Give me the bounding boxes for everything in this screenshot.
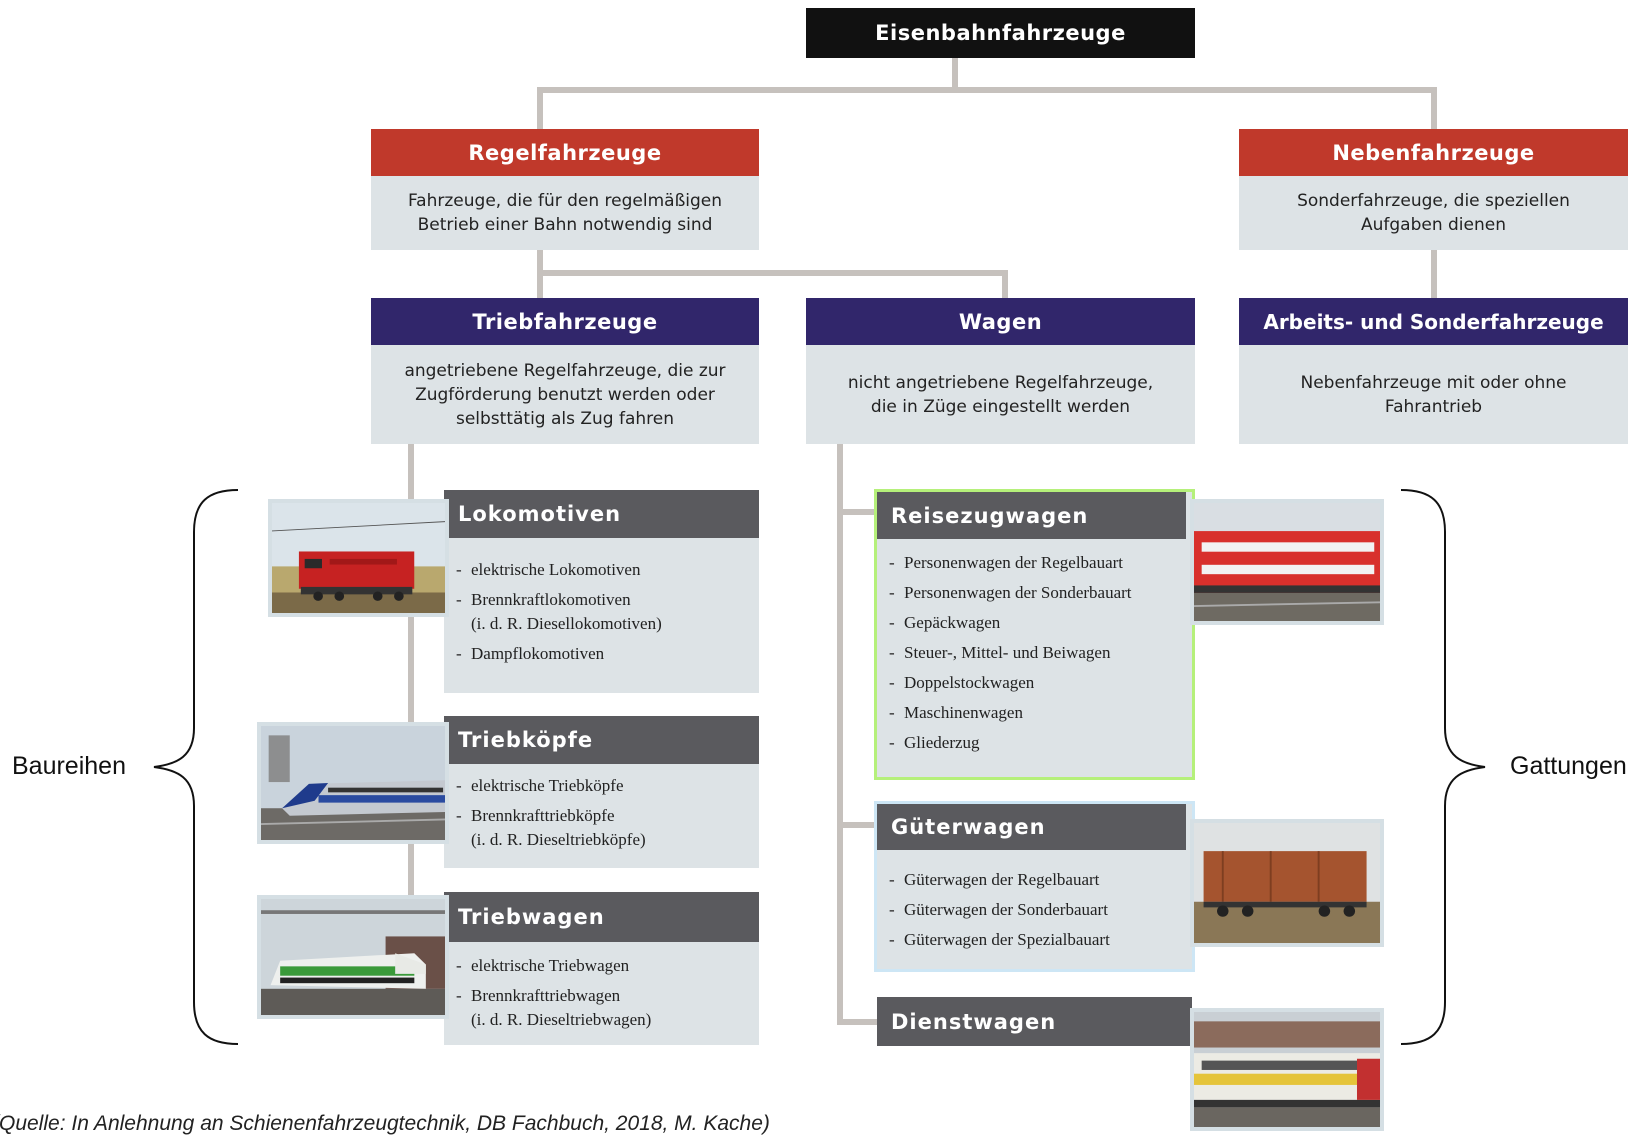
list-item: -Gliederzug [889, 733, 980, 752]
list-item: -elektrische Lokomotiven [456, 560, 641, 579]
green-white-railcar-photo [257, 895, 449, 1019]
triebkopf-title: Triebköpfe [444, 716, 759, 764]
connector-regel-horizontal [537, 270, 1008, 276]
list-item-text: elektrische Lokomotiven [471, 560, 641, 579]
triebwagen-title: Triebwagen [444, 892, 759, 942]
list-item-text: Brennkrafttriebwagen [471, 986, 621, 1005]
root-title: Eisenbahnfahrzeuge [806, 8, 1195, 58]
lok-list: -elektrische Lokomotiven -Brennkraftloko… [444, 538, 759, 693]
right-brace [1400, 489, 1486, 1045]
list-item-text: Brennkraftlokomotiven [471, 590, 631, 609]
brown-freight-wagon-photo [1190, 819, 1384, 947]
list-item: -Steuer-, Mittel- und Beiwagen [889, 643, 1111, 662]
trieb-desc-line: angetriebene Regelfahrzeuge, die zur [404, 360, 726, 381]
triebkopf-list: -elektrische Triebköpfe -Brennkrafttrieb… [444, 764, 759, 868]
red-electric-locomotive-photo [268, 499, 449, 617]
connector-neben-down [1431, 249, 1437, 299]
list-item: -Gepäckwagen [889, 613, 1001, 632]
list-item-text: Personenwagen der Sonderbauart [904, 583, 1132, 602]
gueter-title: Güterwagen [877, 804, 1186, 850]
list-item-text: Steuer-, Mittel- und Beiwagen [904, 643, 1111, 662]
list-item: -Maschinenwagen [889, 703, 1023, 722]
wagen-description: nicht angetriebene Regelfahrzeuge, die in… [806, 345, 1195, 444]
connector-root-down [952, 56, 958, 90]
neben-desc-line: Aufgaben dienen [1360, 215, 1506, 235]
list-item: -Dampflokomotiven [456, 644, 605, 663]
connector-trieb-trunk [408, 443, 414, 913]
list-item: -Brennkrafttriebwagen(i. d. R. Dieseltri… [456, 986, 652, 1029]
list-item-text: Dampflokomotiven [471, 644, 605, 663]
list-item-text: Maschinenwagen [904, 703, 1023, 722]
reise-title: Reisezugwagen [877, 492, 1186, 539]
regel-title: Regelfahrzeuge [371, 129, 759, 176]
source-caption: (Quelle: In Anlehnung an Schienenfahrzeu… [0, 1112, 770, 1135]
list-item-text: (i. d. R. Dieseltriebköpfe) [471, 830, 646, 849]
list-item: -Brennkraftlokomotiven(i. d. R. Diesello… [456, 590, 662, 633]
tgv-power-car-photo [257, 722, 449, 844]
list-item: -Güterwagen der Spezialbauart [889, 930, 1110, 949]
arbeit-title: Arbeits- und Sonderfahrzeuge [1239, 298, 1628, 345]
gueter-list: -Güterwagen der Regelbauart -Güterwagen … [877, 850, 1192, 969]
list-item-text: elektrische Triebköpfe [471, 776, 624, 795]
list-item-text: Gepäckwagen [904, 613, 1001, 632]
list-item: -Doppelstockwagen [889, 673, 1035, 692]
neben-title: Nebenfahrzeuge [1239, 129, 1628, 176]
list-item-text: Personenwagen der Regelbauart [904, 553, 1124, 572]
regel-desc-line: Fahrzeuge, die für den regelmäßigen [407, 191, 723, 211]
list-item: -Güterwagen der Regelbauart [889, 870, 1100, 889]
list-item: -Personenwagen der Sonderbauart [889, 583, 1132, 602]
arbeit-desc-line: Fahrantrieb [1384, 396, 1483, 417]
list-item: -Brennkrafttriebköpfe(i. d. R. Dieseltri… [456, 806, 646, 849]
dienst-title: Dienstwagen [877, 997, 1192, 1046]
red-double-deck-coach-photo [1190, 499, 1384, 625]
neben-desc-line: Sonderfahrzeuge, die speziellen [1297, 191, 1570, 211]
connector-to-wagen [1002, 270, 1008, 299]
wagen-title: Wagen [806, 298, 1195, 345]
left-brace [153, 489, 239, 1045]
yellow-service-coach-photo [1190, 1008, 1384, 1131]
list-item-text: Brennkrafttriebköpfe [471, 806, 615, 825]
reise-list: -Personenwagen der Regelbauart -Personen… [877, 539, 1192, 777]
triebwagen-list: -elektrische Triebwagen -Brennkrafttrieb… [444, 942, 759, 1045]
list-item-text: Güterwagen der Regelbauart [904, 870, 1100, 889]
connector-wagen-trunk [837, 443, 843, 1025]
list-item-text: elektrische Triebwagen [471, 956, 630, 975]
connector-to-reise [837, 509, 879, 515]
list-item-text: Güterwagen der Spezialbauart [904, 930, 1110, 949]
list-item: -elektrische Triebwagen [456, 956, 630, 975]
list-item: -Personenwagen der Regelbauart [889, 553, 1124, 572]
list-item: -Güterwagen der Sonderbauart [889, 900, 1108, 919]
list-item-text: Gliederzug [904, 733, 980, 752]
list-item-text: (i. d. R. Diesellokomotiven) [471, 614, 662, 633]
gattungen-label: Gattungen [1510, 752, 1627, 780]
connector-to-regel [537, 87, 543, 129]
wagen-desc-line: die in Züge eingestellt werden [870, 396, 1131, 417]
arbeit-desc-line: Nebenfahrzeuge mit oder ohne [1300, 372, 1567, 393]
connector-to-neben [1431, 87, 1437, 129]
trieb-desc-line: Zugförderung benutzt werden oder [415, 384, 715, 405]
lok-title: Lokomotiven [444, 490, 759, 538]
wagen-desc-line: nicht angetriebene Regelfahrzeuge, [847, 372, 1154, 393]
connector-root-horizontal [537, 87, 1437, 93]
list-item-text: Doppelstockwagen [904, 673, 1035, 692]
baureihen-label: Baureihen [12, 752, 126, 780]
list-item-text: (i. d. R. Dieseltriebwagen) [471, 1010, 652, 1029]
connector-to-dienst [837, 1019, 879, 1025]
list-item-text: Güterwagen der Sonderbauart [904, 900, 1108, 919]
trieb-desc-line: selbsttätig als Zug fahren [455, 408, 675, 429]
connector-to-gueter [837, 822, 879, 828]
list-item: -elektrische Triebköpfe [456, 776, 624, 795]
trieb-title: Triebfahrzeuge [371, 298, 759, 345]
regel-desc-line: Betrieb einer Bahn notwendig sind [417, 215, 713, 235]
